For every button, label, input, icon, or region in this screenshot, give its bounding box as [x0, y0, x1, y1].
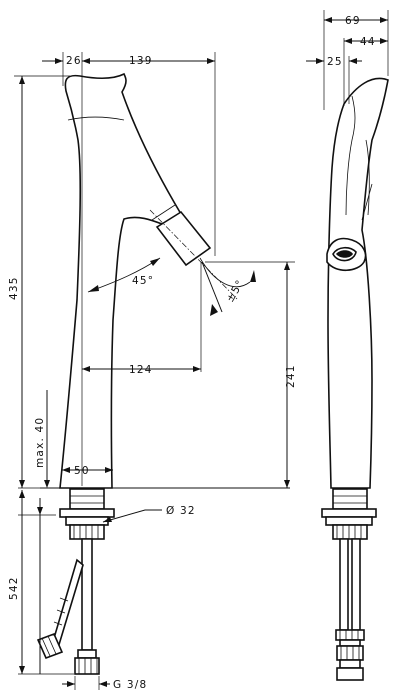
dim-connection: G 3/8 [113, 679, 147, 691]
hose-nut [36, 632, 64, 660]
dim-tilt: ±5° [224, 277, 247, 304]
dim-side-width: 69 [345, 15, 361, 27]
base-connector-front [59, 488, 115, 540]
dim-total-height: 435 [8, 276, 20, 300]
dim-shank-diameter: Ø 32 [166, 505, 196, 517]
side-lever [326, 237, 367, 272]
faucet-body-front [59, 72, 182, 489]
dim-hose-length: 542 [8, 576, 20, 600]
side-view: 69 44 25 [306, 10, 389, 681]
faucet-body-side [327, 77, 389, 489]
supply-pipe-front [81, 538, 93, 651]
dim-spout-angle: 45° [132, 275, 154, 287]
dim-side-offset: 25 [327, 56, 343, 68]
dim-base-diameter: 50 [74, 465, 90, 477]
bottom-nut-side [335, 629, 365, 681]
dim-spout-reach: 139 [129, 55, 153, 67]
spout-axis [149, 209, 239, 301]
dim-max-deck: max. 40 [34, 417, 46, 468]
dim-spout-projection: 124 [129, 364, 153, 376]
front-view: 26 139 435 max. 40 45° ±5° 124 241 50 [8, 52, 297, 691]
dim-top-offset: 26 [66, 55, 82, 67]
dim-spout-height: 241 [285, 364, 297, 388]
spout-nozzle [155, 210, 212, 267]
dim-side-top: 44 [360, 36, 376, 48]
base-connector-side [321, 488, 377, 540]
flexible-hose [51, 558, 84, 650]
bottom-nut-front [74, 649, 100, 675]
